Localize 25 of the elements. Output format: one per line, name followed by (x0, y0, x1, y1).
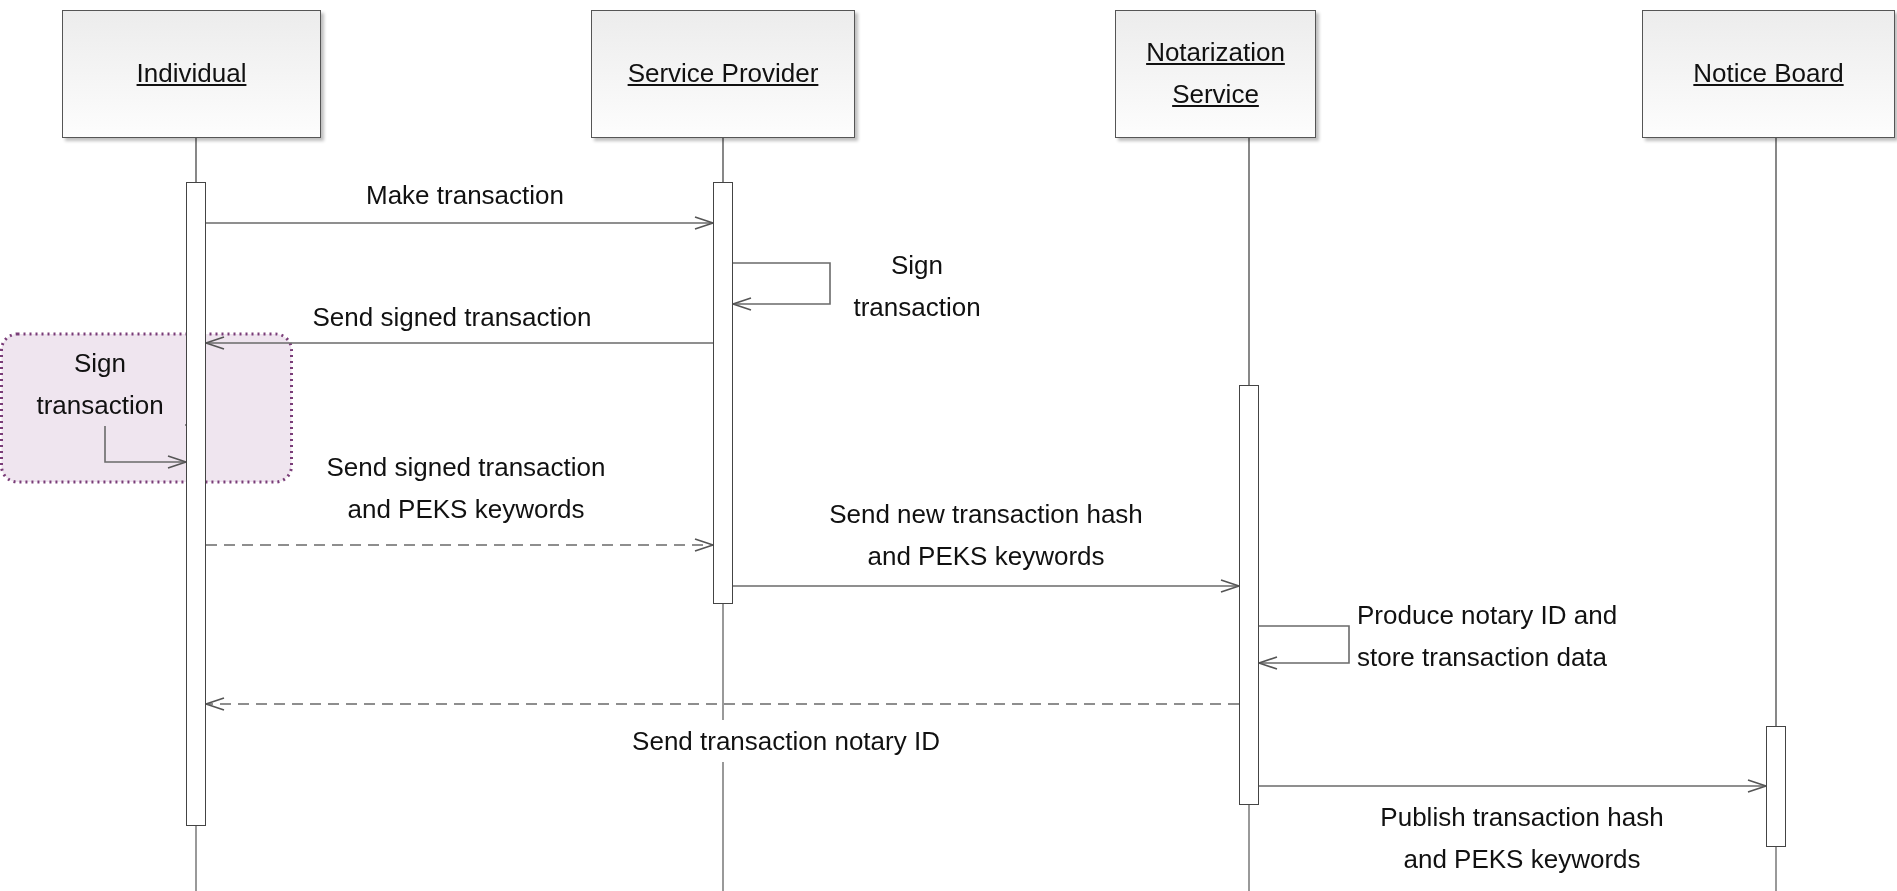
activation-bar (713, 182, 733, 604)
participant-name: Notarization Service (1145, 36, 1286, 111)
message-arrow (1258, 779, 1767, 793)
participant-box (591, 10, 855, 138)
self-message-arrow (1258, 625, 1350, 670)
message-arrow (732, 579, 1240, 593)
lifeline (1248, 137, 1250, 386)
message-arrow (205, 336, 714, 350)
lifeline (722, 137, 724, 183)
activation-bar (186, 182, 206, 826)
participant-name: Individual (136, 57, 247, 91)
participant-box (1115, 10, 1316, 138)
participant-name: Notice Board (1693, 57, 1844, 91)
participant-name: Service Provider (627, 57, 819, 91)
participant-box (62, 10, 321, 138)
message-label: Send transaction notary ID (632, 720, 940, 762)
lifeline (1775, 137, 1777, 727)
participant-box (1642, 10, 1895, 138)
self-message-arrow (732, 262, 831, 311)
message-arrow (205, 538, 714, 552)
lifeline (195, 137, 197, 183)
message-arrow (205, 216, 714, 230)
activation-bar (1766, 726, 1786, 847)
activation-bar (1239, 385, 1259, 805)
message-arrow (205, 697, 1240, 711)
